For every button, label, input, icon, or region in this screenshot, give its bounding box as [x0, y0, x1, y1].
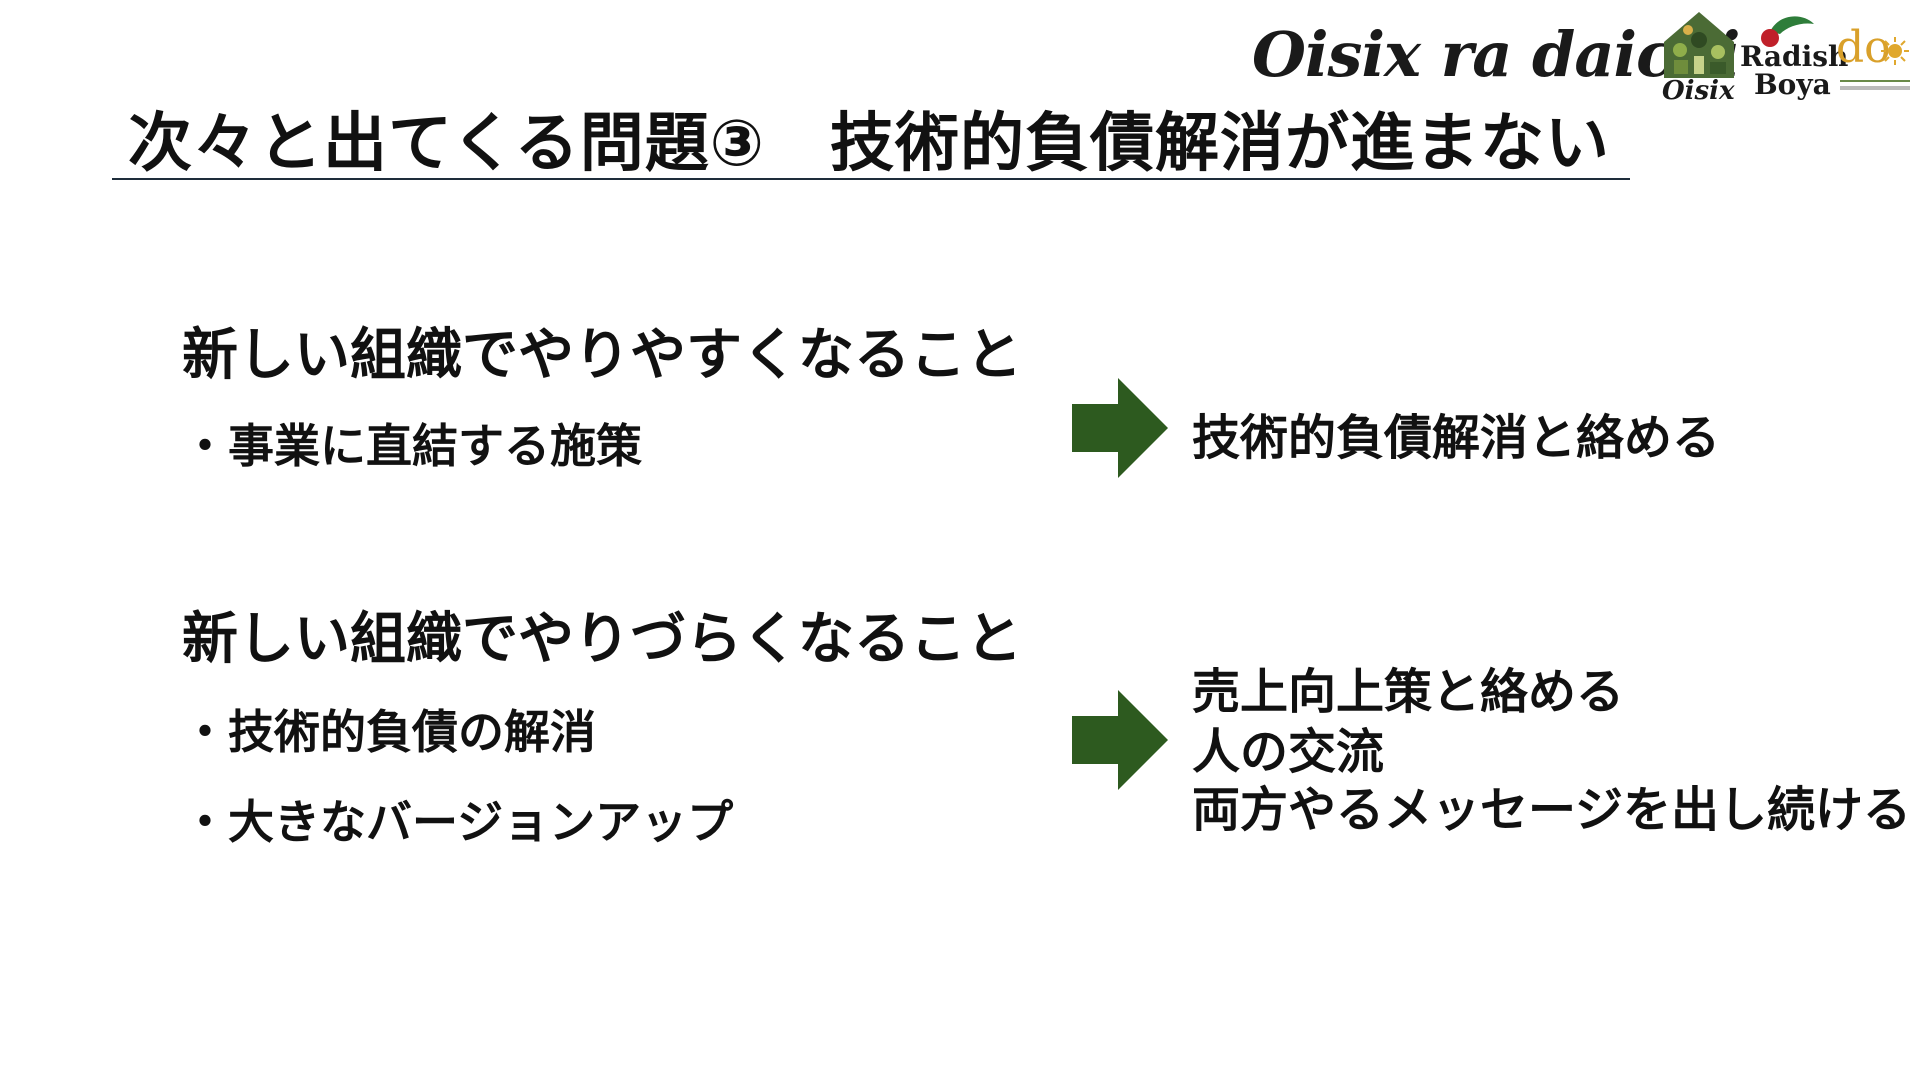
right-arrow-icon — [1072, 690, 1168, 790]
brand-wordmark: Oisix ra daichi — [1252, 18, 1740, 91]
result-sales-improvement: 売上向上策と絡める — [1192, 664, 1625, 720]
result-people-exchange: 人の交流 — [1192, 724, 1385, 780]
sun-icon — [1881, 37, 1909, 65]
bullet-major-version-up: ・大きなバージョンアップ — [182, 795, 734, 849]
bullet-business-measures: ・事業に直結する施策 — [182, 419, 642, 473]
slide-title: 次々と出てくる問題③ 技術的負債解消が進まない — [128, 107, 1610, 181]
daichi-logo-caption: do — [1836, 22, 1891, 73]
section-heading-harder: 新しい組織でやりづらくなること — [182, 607, 1022, 672]
result-tech-debt: 技術的負債解消と絡める — [1192, 410, 1721, 466]
daichi-logo-fineprint — [1840, 86, 1910, 90]
daichi-logo-rule — [1840, 80, 1910, 82]
oisix-logo-mark — [1664, 12, 1734, 78]
title-divider — [112, 178, 1630, 180]
bullet-tech-debt-resolution: ・技術的負債の解消 — [182, 705, 596, 759]
radish-boya-logo: Radish Boya — [1740, 10, 1848, 101]
daichi-logo: do — [1836, 22, 1912, 98]
right-arrow-icon — [1072, 378, 1168, 478]
arrow-shape — [1072, 690, 1168, 790]
oisix-logo: Oisix — [1656, 6, 1742, 106]
radish-logo-caption-top: Radish — [1740, 40, 1849, 73]
radish-logo-caption-bottom: Boya — [1754, 68, 1831, 101]
oisix-logo-caption: Oisix — [1662, 76, 1735, 106]
result-keep-message: 両方やるメッセージを出し続ける — [1192, 782, 1912, 838]
radish-leaf-icon — [1761, 16, 1814, 47]
arrow-shape — [1072, 378, 1168, 478]
section-heading-easier: 新しい組織でやりやすくなること — [182, 323, 1022, 388]
